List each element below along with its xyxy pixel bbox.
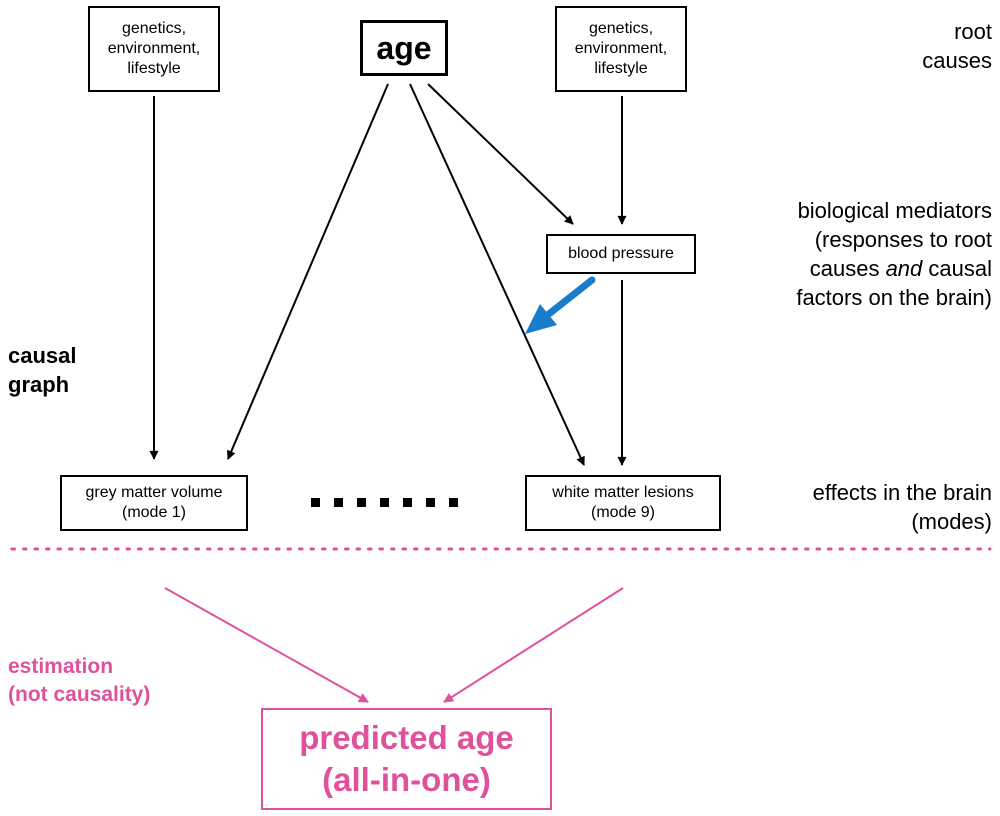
mediators-text: causes: [809, 256, 886, 281]
blood-pressure-box: blood pressure: [546, 234, 696, 274]
biological-mediators-line: causes and causal: [796, 254, 992, 283]
blood-pressure-label: blood pressure: [568, 245, 674, 262]
predicted-age-line: predicted age: [299, 719, 514, 756]
grey-matter-line: grey matter volume: [85, 484, 223, 501]
predicted-age-box: predicted age (all-in-one): [261, 708, 552, 810]
ellipsis-dot: [311, 498, 320, 507]
predicted-age-line: (all-in-one): [322, 761, 491, 798]
root-causes-line: environment,: [107, 40, 201, 57]
ellipsis-dot: [403, 498, 412, 507]
root-causes-line: genetics,: [588, 20, 654, 37]
white-matter-line: white matter lesions: [552, 484, 694, 501]
estimation-label-line: (not causality): [8, 683, 151, 706]
effects-label-line: effects in the brain: [812, 480, 992, 505]
ellipsis-dot: [449, 498, 458, 507]
causal-graph-line: causal: [8, 343, 77, 368]
biological-mediators-line: factors on the brain): [796, 285, 992, 310]
grey-matter-line: (mode 1): [121, 504, 187, 521]
white-matter-box: white matter lesions (mode 9): [525, 475, 721, 531]
root-causes-box-left: genetics, environment, lifestyle: [88, 6, 220, 92]
causal-graph-line: graph: [8, 372, 70, 397]
root-causes-label: root causes: [922, 17, 992, 75]
mediators-emphasis: and: [885, 256, 923, 281]
effects-in-brain-label: effects in the brain (modes): [813, 478, 992, 536]
estimation-label-line: estimation: [8, 655, 114, 678]
ellipsis-dot: [334, 498, 343, 507]
ellipsis-dot: [380, 498, 389, 507]
arrow-white-matter-to-predicted: [443, 587, 624, 703]
causal-graph-label: causal graph: [8, 341, 77, 399]
biological-mediators-label: biological mediators (responses to root …: [796, 196, 992, 312]
age-label: age: [376, 30, 432, 66]
arrow-age-to-blood-pressure: [427, 83, 574, 225]
age-box: age: [360, 20, 448, 76]
root-causes-box-right: genetics, environment, lifestyle: [555, 6, 687, 92]
ellipsis-dot: [357, 498, 366, 507]
root-causes-label-line: causes: [922, 48, 992, 73]
white-matter-line: (mode 9): [590, 504, 656, 521]
root-causes-line: environment,: [574, 40, 668, 57]
mediators-text: causal: [922, 256, 992, 281]
estimation-label: estimation (not causality): [8, 653, 150, 709]
effects-label-line: (modes): [911, 509, 992, 534]
biological-mediators-line: (responses to root: [814, 227, 992, 252]
grey-matter-box: grey matter volume (mode 1): [60, 475, 248, 531]
blue-highlight-arrow: [525, 276, 596, 334]
ellipsis-dot: [426, 498, 435, 507]
root-causes-label-line: root: [954, 19, 992, 44]
root-causes-line: lifestyle: [594, 60, 648, 77]
root-causes-line: genetics,: [121, 20, 187, 37]
arrow-grey-matter-to-predicted: [164, 587, 369, 703]
root-causes-line: lifestyle: [127, 60, 181, 77]
arrow-age-to-grey-matter: [227, 83, 389, 460]
arrow-age-to-white-matter: [409, 83, 585, 466]
biological-mediators-line: biological mediators: [797, 198, 992, 223]
